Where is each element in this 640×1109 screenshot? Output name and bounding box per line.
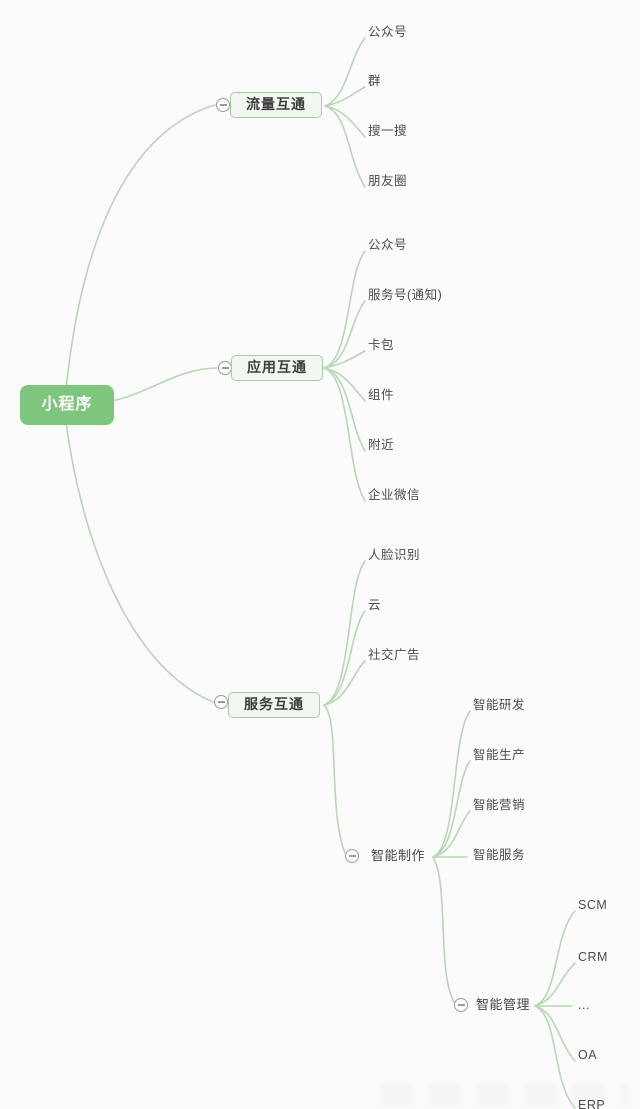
connector (534, 962, 576, 1007)
leaf-node[interactable]: OA (578, 1048, 598, 1062)
leaf-node[interactable]: 社交广告 (368, 648, 421, 662)
leaf-node[interactable]: 企业微信 (368, 488, 421, 502)
collapse-button-service[interactable] (214, 695, 228, 709)
leaf-node[interactable]: 智能营销 (473, 798, 526, 812)
leaf-node[interactable]: 附近 (368, 438, 395, 452)
branch-traffic-interop[interactable]: 流量互通 (230, 92, 322, 118)
leaf-node[interactable]: ERP (578, 1098, 606, 1109)
subnode-smart-making[interactable]: 智能制作 (371, 848, 426, 863)
connector (323, 660, 366, 706)
leaf-node[interactable]: 人脸识别 (368, 548, 421, 562)
connector (324, 37, 366, 107)
leaf-node[interactable]: 朋友圈 (368, 174, 408, 188)
connector (323, 350, 366, 369)
leaf-node[interactable]: 公众号 (368, 238, 408, 252)
collapse-button-traffic[interactable] (216, 98, 230, 112)
leaf-node[interactable]: ... (578, 998, 590, 1012)
connector (323, 367, 366, 452)
connector-root-service (65, 421, 214, 703)
leaf-node[interactable]: 智能研发 (473, 698, 526, 712)
leaf-node[interactable]: 云 (368, 598, 382, 612)
leaf-node[interactable]: 智能服务 (473, 848, 526, 862)
collapse-button-smartmaking[interactable] (345, 849, 359, 863)
connector (323, 610, 366, 706)
connector-root-traffic (65, 104, 216, 391)
connector (534, 1005, 576, 1062)
leaf-node[interactable]: 服务号(通知) (368, 288, 443, 302)
leaf-node[interactable]: 群 (368, 74, 382, 88)
connector (432, 760, 471, 858)
root-node-miniprogram[interactable]: 小程序 (20, 385, 114, 425)
leaf-node[interactable]: 卡包 (368, 338, 395, 352)
leaf-node[interactable]: 搜一搜 (368, 124, 408, 138)
connector-root-app (111, 367, 218, 402)
connector (323, 300, 366, 369)
connector (534, 910, 576, 1007)
connector (534, 1005, 576, 1109)
leaf-node[interactable]: 智能生产 (473, 748, 526, 762)
connector-service-smartmaking (323, 704, 346, 854)
leaf-node[interactable]: CRM (578, 950, 608, 964)
connector (432, 710, 471, 858)
connector (324, 86, 366, 107)
connector (324, 105, 366, 188)
subnode-smart-management[interactable]: 智能管理 (476, 997, 531, 1012)
connector (323, 560, 366, 706)
leaf-node[interactable]: SCM (578, 898, 608, 912)
connector (432, 810, 471, 858)
connector (323, 367, 366, 502)
connector (323, 250, 366, 369)
collapse-button-smartmgmt[interactable] (454, 998, 468, 1012)
leaf-node[interactable]: 组件 (368, 388, 395, 402)
branch-app-interop[interactable]: 应用互通 (231, 355, 323, 381)
leaf-node[interactable]: 公众号 (368, 25, 408, 39)
branch-service-interop[interactable]: 服务互通 (228, 692, 320, 718)
collapse-button-app[interactable] (218, 361, 232, 375)
connector-smartmaking-smartmgmt (432, 856, 455, 1003)
